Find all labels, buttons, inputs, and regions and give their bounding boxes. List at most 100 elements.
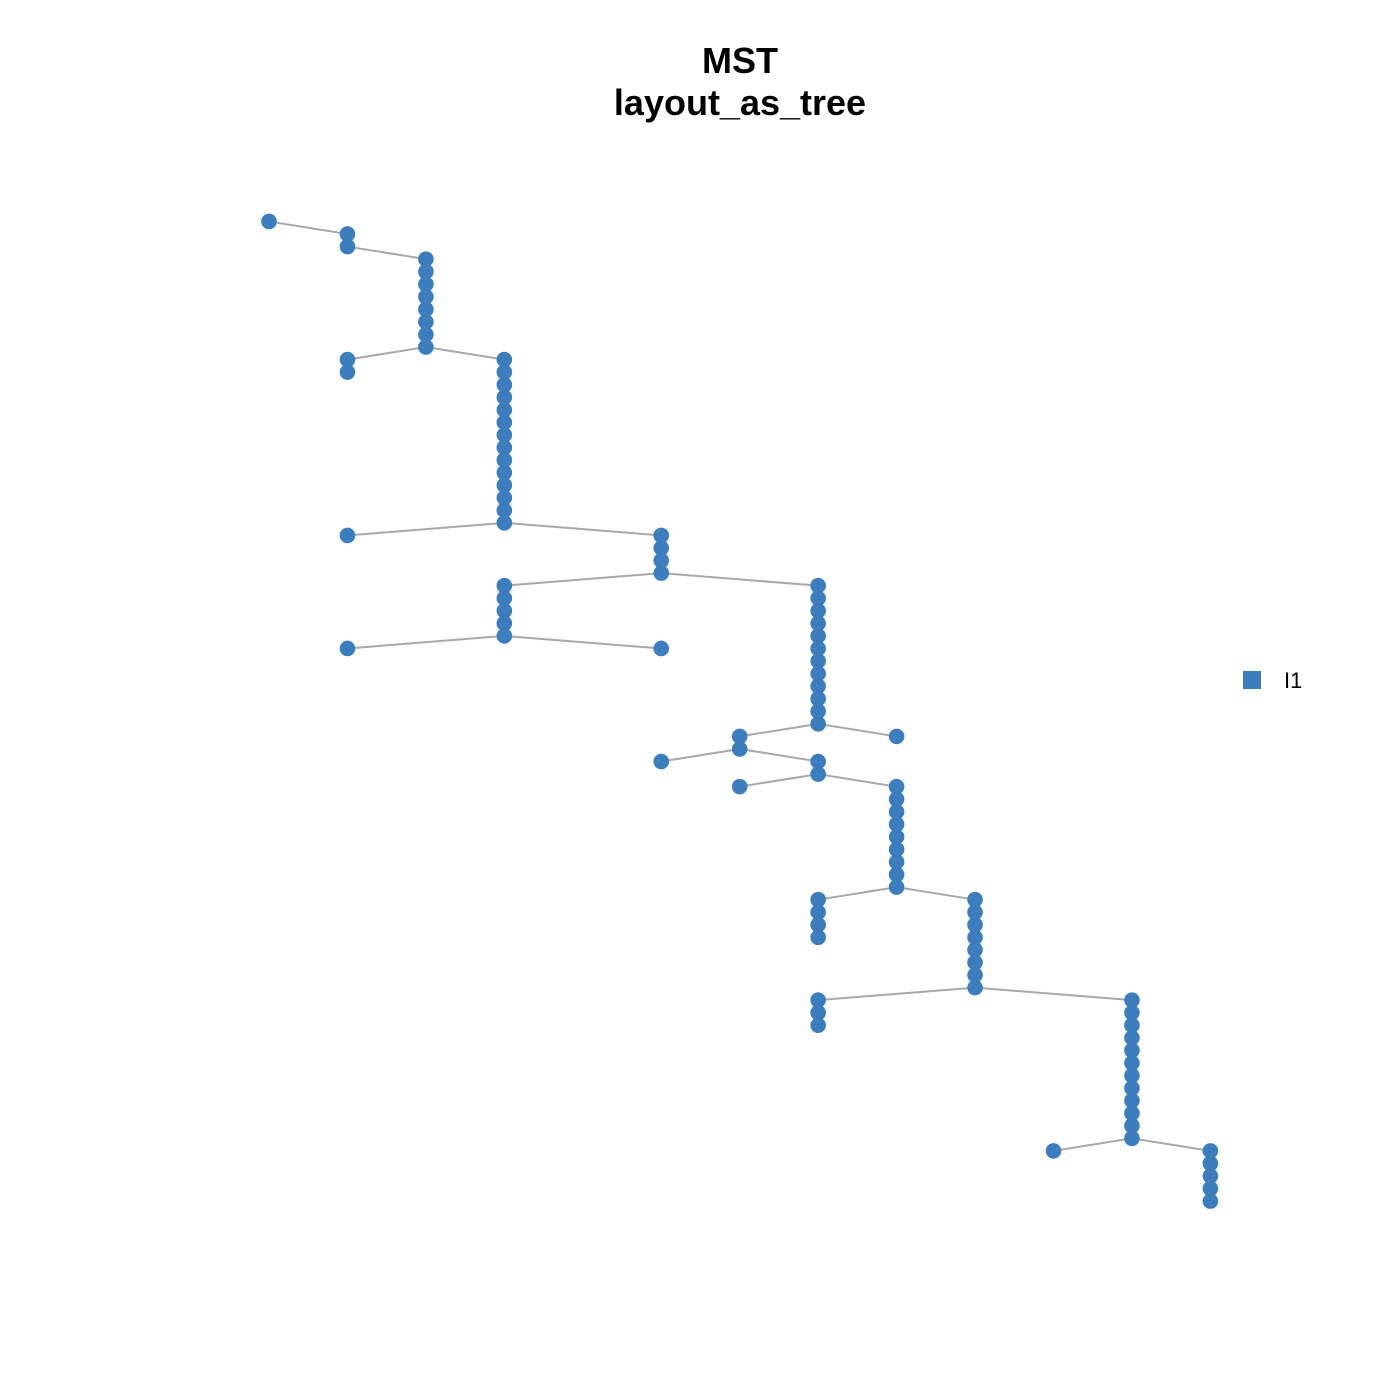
- tree-node: [418, 263, 434, 280]
- tree-edge: [347, 521, 505, 537]
- tree-node: [496, 439, 513, 456]
- tree-node: [888, 803, 905, 820]
- legend-label: I1: [1284, 668, 1302, 693]
- tree-node: [496, 351, 513, 368]
- tree-node: [888, 778, 905, 795]
- tree-edge: [817, 886, 897, 901]
- tree-node: [1124, 992, 1140, 1008]
- tree-node: [653, 565, 670, 581]
- tree-node: [496, 427, 513, 443]
- tree-node: [810, 891, 826, 908]
- tree-node: [1202, 1168, 1219, 1184]
- tree-node: [653, 753, 670, 770]
- title-block: MST layout_as_tree: [0, 40, 1400, 124]
- tree-node: [967, 917, 983, 933]
- tree-node: [810, 1017, 826, 1034]
- tree-node: [888, 791, 905, 807]
- tree-node: [888, 854, 905, 870]
- tree-node: [967, 904, 983, 921]
- tree-edge: [739, 722, 819, 738]
- tree-node: [810, 716, 826, 732]
- tree-edge: [425, 346, 505, 361]
- tree-node: [810, 678, 826, 694]
- tree-node: [810, 766, 826, 782]
- tree-node: [1124, 1067, 1140, 1084]
- tree-node: [810, 690, 826, 707]
- tree-node: [339, 351, 356, 368]
- tree-node: [731, 741, 748, 757]
- tree-node: [496, 364, 513, 380]
- tree-node: [967, 967, 983, 983]
- tree-node: [1124, 1105, 1140, 1121]
- tree-node: [418, 314, 434, 330]
- tree-edge: [1131, 1137, 1211, 1152]
- tree-node: [810, 577, 826, 594]
- tree-edge: [739, 773, 819, 788]
- tree-edge: [347, 346, 427, 361]
- tree-node: [1202, 1155, 1219, 1172]
- tree-node: [496, 464, 513, 481]
- tree-node: [1124, 1092, 1140, 1109]
- tree-node: [261, 213, 277, 230]
- tree-node: [1045, 1143, 1062, 1159]
- tree-node: [967, 979, 983, 996]
- tree-node: [496, 628, 513, 644]
- tree-node: [418, 251, 434, 267]
- tree-node: [810, 653, 826, 669]
- tree-node: [888, 841, 905, 858]
- tree-edge: [504, 634, 662, 650]
- tree-node: [810, 615, 826, 632]
- tree-edge: [347, 245, 427, 261]
- tree-node: [496, 603, 513, 619]
- tree-node: [496, 489, 513, 506]
- tree-edge: [661, 747, 740, 763]
- tree-node: [418, 289, 434, 305]
- tree-node: [967, 954, 983, 971]
- tree-node: [496, 615, 513, 632]
- tree-node: [653, 640, 670, 657]
- tree-node: [339, 527, 356, 544]
- tree-node: [339, 364, 356, 380]
- tree-node: [1124, 1017, 1140, 1034]
- tree-node: [339, 238, 356, 255]
- tree-node: [339, 640, 356, 657]
- tree-node: [496, 477, 513, 494]
- tree-node: [496, 502, 513, 519]
- tree-node: [653, 552, 670, 569]
- tree-edge: [504, 521, 662, 537]
- tree-node: [496, 515, 513, 531]
- tree-node: [810, 703, 826, 720]
- tree-node: [888, 816, 905, 833]
- tree-node: [731, 778, 748, 795]
- tree-node: [653, 540, 670, 556]
- tree-node: [967, 891, 983, 908]
- node-layer: [261, 213, 1219, 1209]
- tree-node: [1124, 1004, 1140, 1021]
- tree-node: [888, 879, 905, 895]
- tree-edge: [347, 634, 505, 650]
- tree-edge: [896, 886, 976, 901]
- plot-subtitle: layout_as_tree: [613, 82, 867, 123]
- tree-node: [810, 628, 826, 644]
- tree-edge: [504, 572, 662, 587]
- tree-node: [810, 917, 826, 933]
- tree-node: [810, 904, 826, 921]
- tree-node: [810, 590, 826, 607]
- tree-node: [810, 640, 826, 657]
- tree-node: [496, 590, 513, 607]
- plot-title: MST: [702, 40, 778, 81]
- tree-node: [496, 414, 513, 431]
- tree-edge: [739, 747, 819, 763]
- tree-edge: [818, 986, 976, 1002]
- tree-node: [1124, 1030, 1140, 1046]
- tree-node: [1124, 1055, 1140, 1071]
- tree-node: [339, 226, 356, 242]
- tree-edge: [1053, 1137, 1133, 1152]
- tree-node: [967, 929, 983, 946]
- tree-node: [496, 452, 513, 468]
- tree-node: [496, 376, 513, 393]
- tree-node: [888, 829, 905, 845]
- tree-node: [888, 728, 905, 745]
- tree-node: [810, 929, 826, 946]
